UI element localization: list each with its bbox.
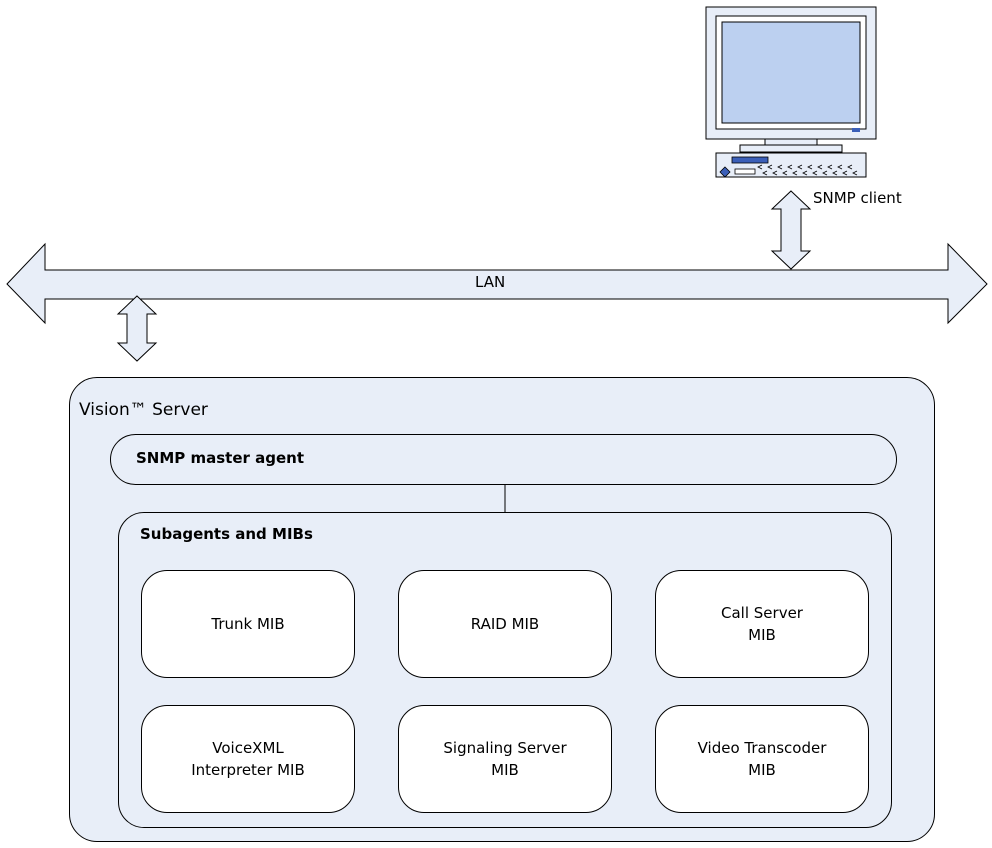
snmp-client-label: SNMP client: [813, 189, 902, 207]
mib-box-trunk: Trunk MIB: [141, 570, 355, 678]
mib-label: RAID MIB: [470, 615, 540, 633]
mib-box-voicexml-interpreter: VoiceXML Interpreter MIB: [141, 705, 355, 813]
vision-server-title: Vision™ Server: [79, 400, 208, 420]
lan-server-connector-arrow: [116, 295, 158, 362]
computer-monitor-icon: [705, 6, 877, 178]
snmp-master-agent-label: SNMP master agent: [136, 449, 305, 467]
mib-box-signaling-server: Signaling Server MIB: [398, 705, 612, 813]
mib-box-call-server: Call Server MIB: [655, 570, 869, 678]
mib-label: VoiceXML Interpreter MIB: [191, 739, 305, 779]
mib-label: Video Transcoder MIB: [697, 739, 827, 779]
lan-arrow: [6, 242, 988, 325]
mib-label: Call Server MIB: [721, 604, 803, 644]
mib-box-raid: RAID MIB: [398, 570, 612, 678]
mib-label: Trunk MIB: [211, 615, 285, 633]
lan-label: LAN: [475, 273, 506, 291]
mib-label: Signaling Server MIB: [443, 739, 567, 779]
mib-box-video-transcoder: Video Transcoder MIB: [655, 705, 869, 813]
subagents-title: Subagents and MIBs: [140, 525, 313, 543]
snmp-master-agent-box: [110, 434, 897, 485]
client-lan-connector-arrow: [770, 190, 812, 270]
